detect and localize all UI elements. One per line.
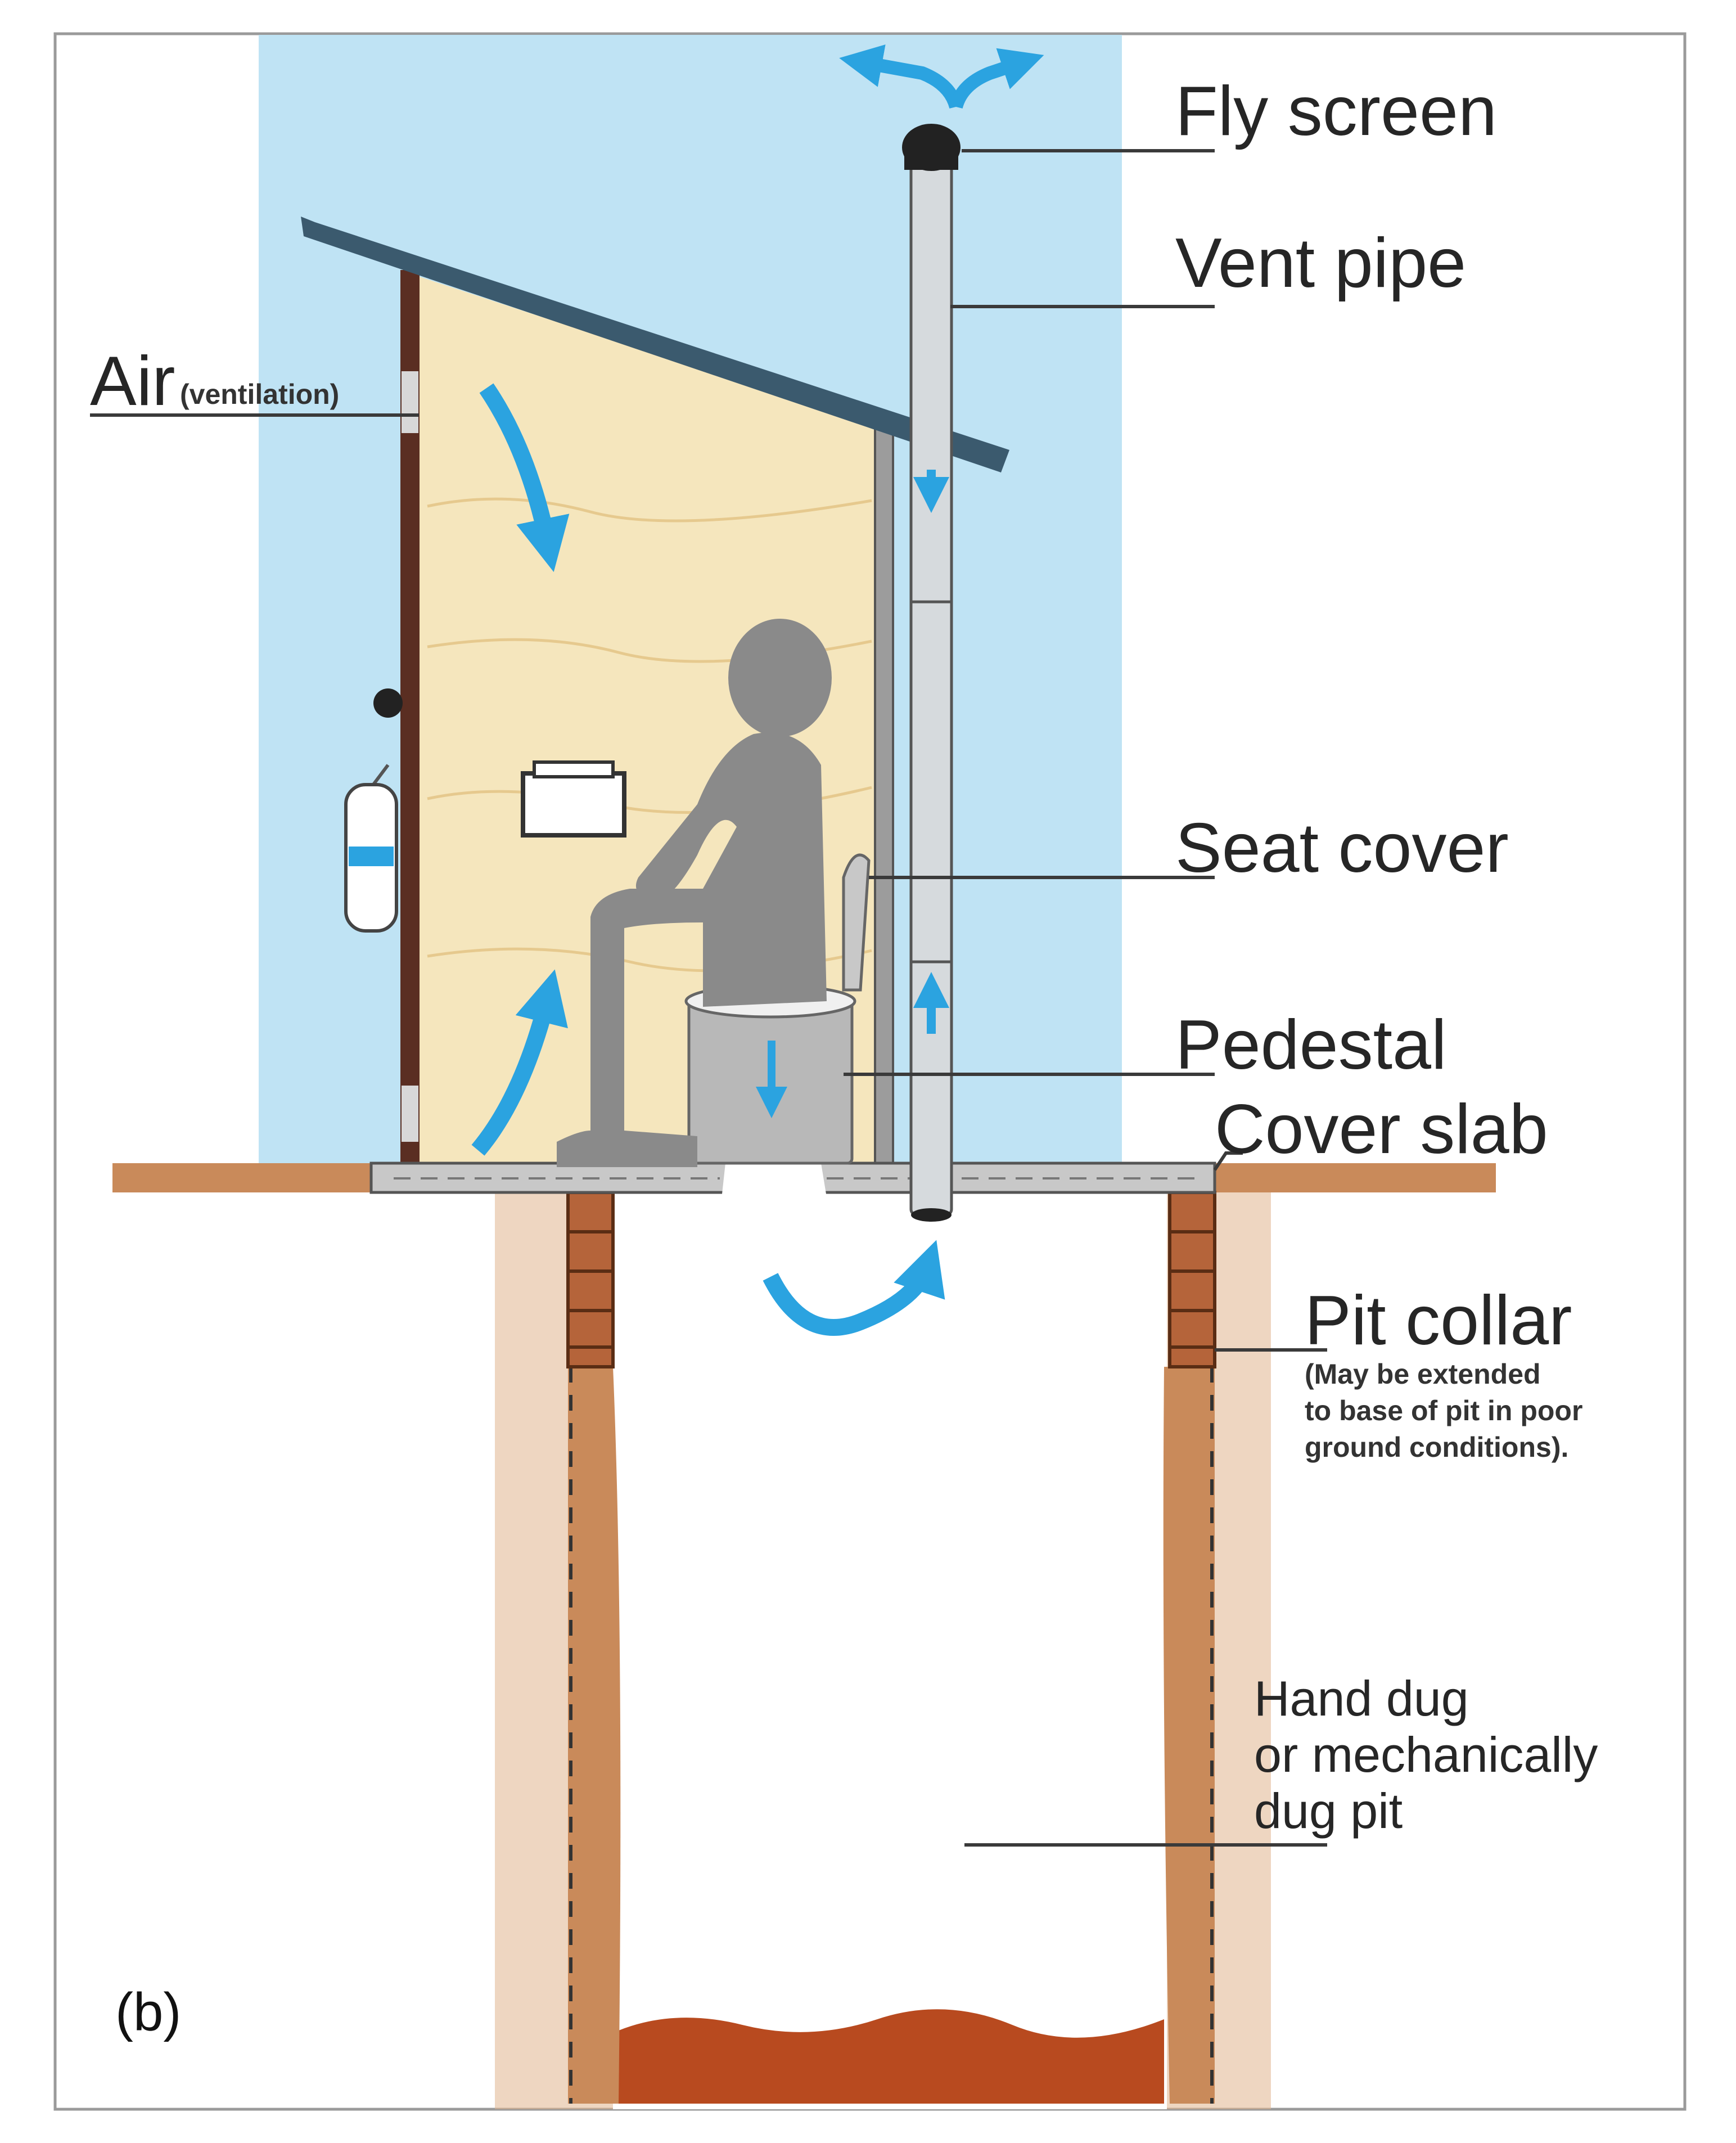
- label-fly-screen: Fly screen: [1175, 73, 1497, 150]
- pit-collar-right: [1168, 1191, 1216, 1368]
- pit-wall-right: [1163, 1367, 1215, 2104]
- label-pit-line-3: dug pit: [1254, 1783, 1403, 1839]
- label-pit-collar-note-3: ground conditions).: [1305, 1431, 1568, 1463]
- pit-collar-left: [566, 1191, 615, 1368]
- pit-void: [613, 1192, 1167, 2109]
- label-pit-collar: Pit collar: [1305, 1282, 1572, 1359]
- door-vent-slot-lower: [402, 1086, 418, 1142]
- person-icon: [557, 619, 832, 1167]
- drop-hole: [714, 1163, 838, 1266]
- roof: [301, 217, 1009, 472]
- water-bottle-icon: [344, 764, 398, 933]
- label-pedestal: Pedestal: [1175, 1006, 1447, 1084]
- soap-dish-icon: [521, 760, 626, 838]
- back-wall-post: [874, 426, 894, 1164]
- seat-cover: [842, 853, 871, 992]
- airflow-arrow-icon: [471, 44, 1044, 1336]
- pit-bottom-fill: [619, 2009, 1164, 2104]
- panel-tag: (b): [115, 1982, 181, 2042]
- door-vent-slot: [402, 371, 418, 433]
- label-pit-collar-note-2: to base of pit in poor: [1305, 1395, 1582, 1426]
- label-pit-line-2: or mechanically: [1254, 1727, 1598, 1782]
- label-vent-pipe: Vent pipe: [1175, 224, 1466, 302]
- label-pit-line-1: Hand dug: [1254, 1671, 1469, 1726]
- label-air-note: (ventilation): [180, 379, 339, 410]
- label-seat-cover: Seat cover: [1175, 809, 1509, 887]
- label-air: Air: [90, 343, 175, 420]
- vent-pipe-base: [911, 1208, 952, 1222]
- pit-wall-left: [568, 1367, 621, 2104]
- fly-screen: [902, 124, 961, 171]
- label-cover-slab: Cover slab: [1215, 1091, 1548, 1168]
- leader-lines: [90, 149, 1327, 1847]
- vent-pipe: [909, 161, 953, 1217]
- door-knob: [373, 688, 403, 718]
- label-pit-collar-note-1: (May be extended: [1305, 1358, 1541, 1390]
